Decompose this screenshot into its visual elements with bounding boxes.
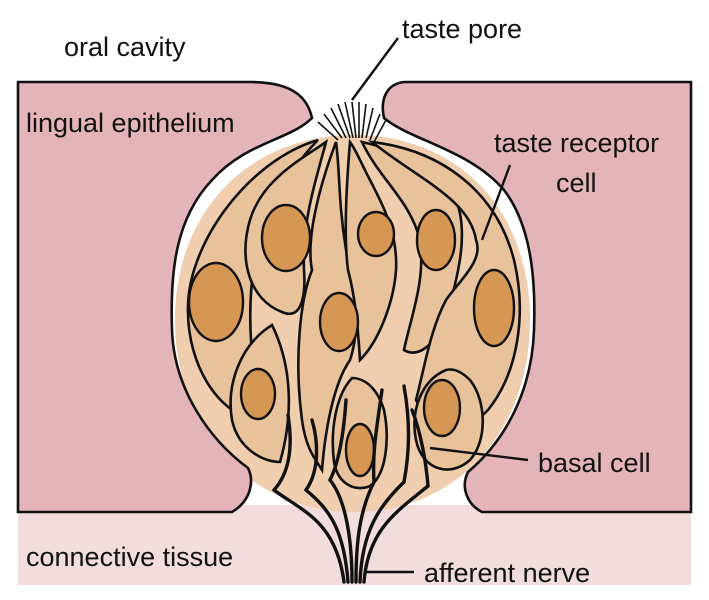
nucleus (239, 367, 277, 421)
taste-receptor-cell-leader (480, 164, 512, 241)
label-taste-pore: taste pore (402, 14, 522, 44)
label-taste-receptor-cell-2: cell (556, 168, 597, 198)
label-lingual-epithelium: lingual epithelium (26, 108, 235, 138)
label-taste-receptor-cell: taste receptor (494, 128, 659, 158)
taste-pore-leader (351, 37, 399, 101)
afferent-nerve-fibers (272, 384, 430, 584)
label-basal-cell: basal cell (538, 448, 651, 478)
label-oral-cavity: oral cavity (64, 32, 186, 62)
label-connective-tissue: connective tissue (26, 542, 233, 572)
nucleus (187, 261, 245, 343)
nucleus (356, 210, 396, 258)
nucleus (415, 208, 457, 272)
nucleus (422, 378, 462, 438)
nucleus (260, 203, 312, 273)
nucleus (472, 268, 516, 348)
nuclei (187, 203, 516, 478)
label-afferent-nerve: afferent nerve (424, 558, 590, 588)
taste-pore-microvilli (317, 101, 387, 143)
lingual-epithelium-right (381, 80, 693, 514)
nucleus (318, 291, 360, 353)
lingual-epithelium-left (16, 80, 314, 514)
nucleus (344, 422, 376, 478)
basal-cell-leader (429, 446, 529, 462)
